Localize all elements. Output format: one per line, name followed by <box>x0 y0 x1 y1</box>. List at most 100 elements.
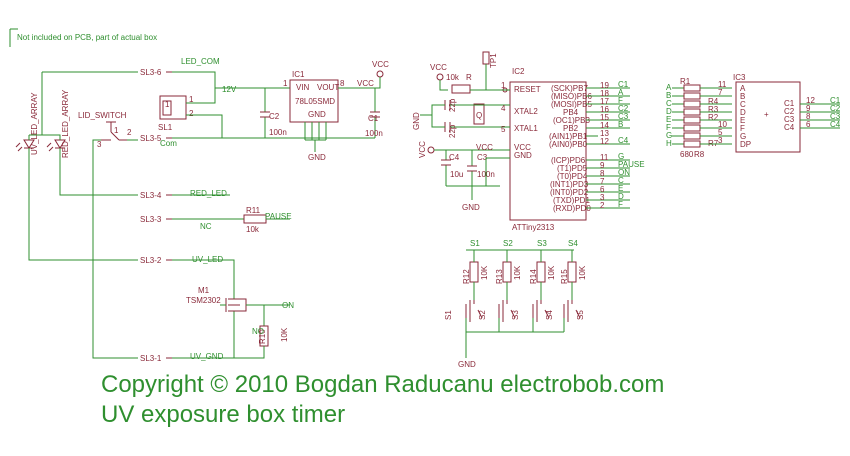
diagram-subtitle: UV exposure box timer <box>101 401 345 428</box>
top-label: S1 <box>470 239 480 248</box>
pin-num: 14 <box>600 121 609 130</box>
pin-num: 11 <box>718 80 727 89</box>
res-name: R12 <box>462 269 471 284</box>
ic2-right-pin-label: (T1)PD5 <box>557 164 588 173</box>
com-net: C4 <box>830 120 841 129</box>
sl-label-1: SL3-6 <box>140 68 162 77</box>
com-label: C3 <box>784 115 795 124</box>
uv-led-array: UV_LED_ARRAY <box>15 92 39 155</box>
pin-num: 3 <box>600 193 605 202</box>
net-label: C2 <box>618 104 629 113</box>
in-net: C <box>666 99 672 108</box>
ic1-pin-8: 8 <box>340 79 345 88</box>
ic2-right-pin-label: PB4 <box>563 108 579 117</box>
sw-right-label: S3 <box>511 310 520 320</box>
in-net: D <box>666 107 672 116</box>
net-label: C4 <box>618 136 629 145</box>
sw-right-label: S2 <box>478 310 487 320</box>
resistor-array: R4 R3 R2 R7 <box>683 84 719 148</box>
ic1-vout: VOUT <box>317 83 339 92</box>
top-label: S4 <box>568 239 578 248</box>
ic2-right-pin-label: (MISO)PB6 <box>551 92 592 101</box>
ic2-right-pin-label: (INT0)PD2 <box>550 188 589 197</box>
r1-label: R1 <box>680 77 691 86</box>
ic3-in-pins: 11 7 10 5 3 <box>718 80 727 145</box>
cap-22p-b: 22p <box>448 124 457 138</box>
in-net: F <box>666 123 671 132</box>
buttons-gnd: GND <box>458 360 476 369</box>
red-led-array: RED_LED_ARRAY <box>46 89 70 158</box>
res-name: R13 <box>495 269 504 284</box>
net-com: Com <box>160 139 177 148</box>
seg-label: D <box>740 108 746 117</box>
tp1-label: TP1 <box>489 53 498 68</box>
buttons-section: S1 S2 S3 S4 R12 10K R13 10K R14 10K R15 … <box>444 239 587 369</box>
pin-num: 2 <box>600 201 605 210</box>
pin-num: 8 <box>600 169 605 178</box>
net-on: ON <box>282 301 294 310</box>
resistor-r10: R10 10K <box>234 305 289 359</box>
red-led-array-label: RED_LED_ARRAY <box>61 89 70 158</box>
ic2-left-pin-3-num: 5 <box>501 125 506 134</box>
res-val: 10K <box>480 265 489 280</box>
top-label: S2 <box>503 239 513 248</box>
net-label: D <box>618 192 624 201</box>
led-switch-section: LED_COM SL3-6 SL3-5 SL3-4 SL3-3 SL3-2 SL… <box>15 57 294 363</box>
uv-led-array-label: UV_LED_ARRAY <box>30 92 39 155</box>
res-label: R2 <box>708 113 719 122</box>
net-red-led: RED_LED <box>190 189 227 198</box>
cap-c2: C2 100n <box>260 88 287 138</box>
ic2-right-pin-label: (AIN0)PB0 <box>549 140 588 149</box>
note-text: Not included on PCB, part of actual box <box>17 33 157 42</box>
connector-sl1: 1 SL1 1 2 <box>158 95 194 132</box>
res-name: R14 <box>529 269 538 284</box>
regulator-ic1: IC1 VIN VOUT 78L05SMD GND 1 8 <box>283 70 345 123</box>
pin-num: 7 <box>600 177 605 186</box>
ic2-right-pins: (SCK)PB7 (MISO)PB6 (MOSI)PB5 PB4 (OC1)PB… <box>549 84 592 213</box>
pin-num: 8 <box>806 112 811 121</box>
ic2-part: ATTiny2313 <box>512 223 555 232</box>
m1-part: TSM2302 <box>186 296 221 305</box>
pin-num: 3 <box>718 136 723 145</box>
m1-name: M1 <box>198 286 210 295</box>
com-net: C3 <box>830 112 841 121</box>
net-uv-gnd: UV_GND <box>190 352 224 361</box>
c2-name: C2 <box>269 112 280 121</box>
res-label: R4 <box>708 97 719 106</box>
seg-label: B <box>740 92 745 101</box>
ic3-com-pins: 12 9 8 6 <box>806 96 815 129</box>
sw-left-label: S1 <box>444 310 453 320</box>
ic2-left-pin-1-num: 1 <box>501 81 506 90</box>
c1-value: 100n <box>365 129 383 138</box>
ic2-right-nets: C1 A F C2 C3 B C4 G PAUSE ON C E D F <box>618 80 645 209</box>
pin-num: 12 <box>600 137 609 146</box>
net-label: C <box>618 176 624 185</box>
net-label: F <box>618 200 623 209</box>
sl-label-4: SL3-3 <box>140 215 162 224</box>
button-top-labels: S1 S2 S3 S4 <box>470 239 578 248</box>
note-box: Not included on PCB, part of actual box <box>9 28 157 47</box>
sl-label-2: SL3-5 <box>140 134 162 143</box>
ic3-commons: C1 C2 C3 C4 <box>784 99 795 132</box>
sl1-pin-1: 1 <box>165 100 170 109</box>
cap-c4: C4 10u <box>441 150 463 186</box>
cap-c3: C3 100n <box>467 150 495 186</box>
ic1-pin-1: 1 <box>283 79 288 88</box>
sl-label-6: SL3-1 <box>140 354 162 363</box>
ic2-left-pin-5-label: GND <box>514 151 532 160</box>
sl1-label: SL1 <box>158 123 173 132</box>
c2-value: 100n <box>269 128 287 137</box>
net-label: F <box>618 96 623 105</box>
cap-c1: C1 100n <box>365 88 383 138</box>
com-net: C2 <box>830 104 841 113</box>
ic2-left-pin-2-num: 4 <box>501 104 506 113</box>
r8-label: R8 <box>694 150 705 159</box>
seg-label: C <box>740 100 746 109</box>
lid-switch: LID_SWITCH 1 3 2 <box>78 111 132 149</box>
pin-num: 9 <box>806 104 811 113</box>
res-val: 10K <box>578 265 587 280</box>
net-no: NO <box>252 327 264 336</box>
ic2-left-pin-3-label: XTAL1 <box>514 124 538 133</box>
supply-section: 1 SL1 1 2 12V C2 100n IC1 VIN VOUT 78L05… <box>158 60 389 162</box>
supply-vcc-tag: VCC <box>357 79 374 88</box>
